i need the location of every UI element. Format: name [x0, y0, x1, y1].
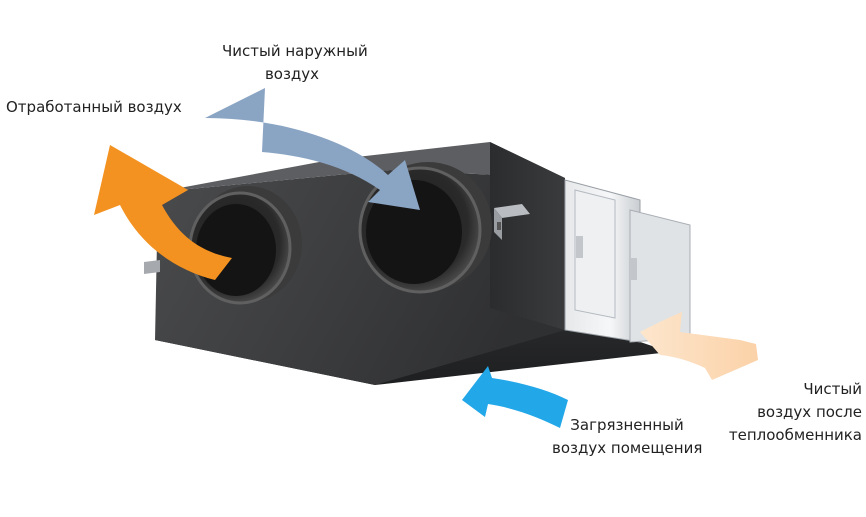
room-air-arrow — [462, 366, 568, 428]
exhaust-air-arrow — [94, 145, 232, 280]
service-panel — [564, 179, 691, 343]
label-exhaust-air: Отработанный воздух — [6, 98, 182, 116]
label-supply-air-after-exchanger: Чистый воздух после теплообменника — [728, 380, 862, 444]
label-fresh-outdoor-air: Чистый наружный воздух — [222, 42, 368, 83]
unit-side-face — [490, 142, 565, 330]
supply-air-arrow — [640, 312, 758, 380]
fresh-outdoor-air-arrow — [205, 88, 420, 210]
mounting-bracket — [494, 204, 530, 240]
label-room-air: Загрязненный воздух помещения — [552, 416, 703, 457]
duct-collar-left — [188, 186, 302, 305]
mounting-bracket-left — [144, 260, 160, 274]
